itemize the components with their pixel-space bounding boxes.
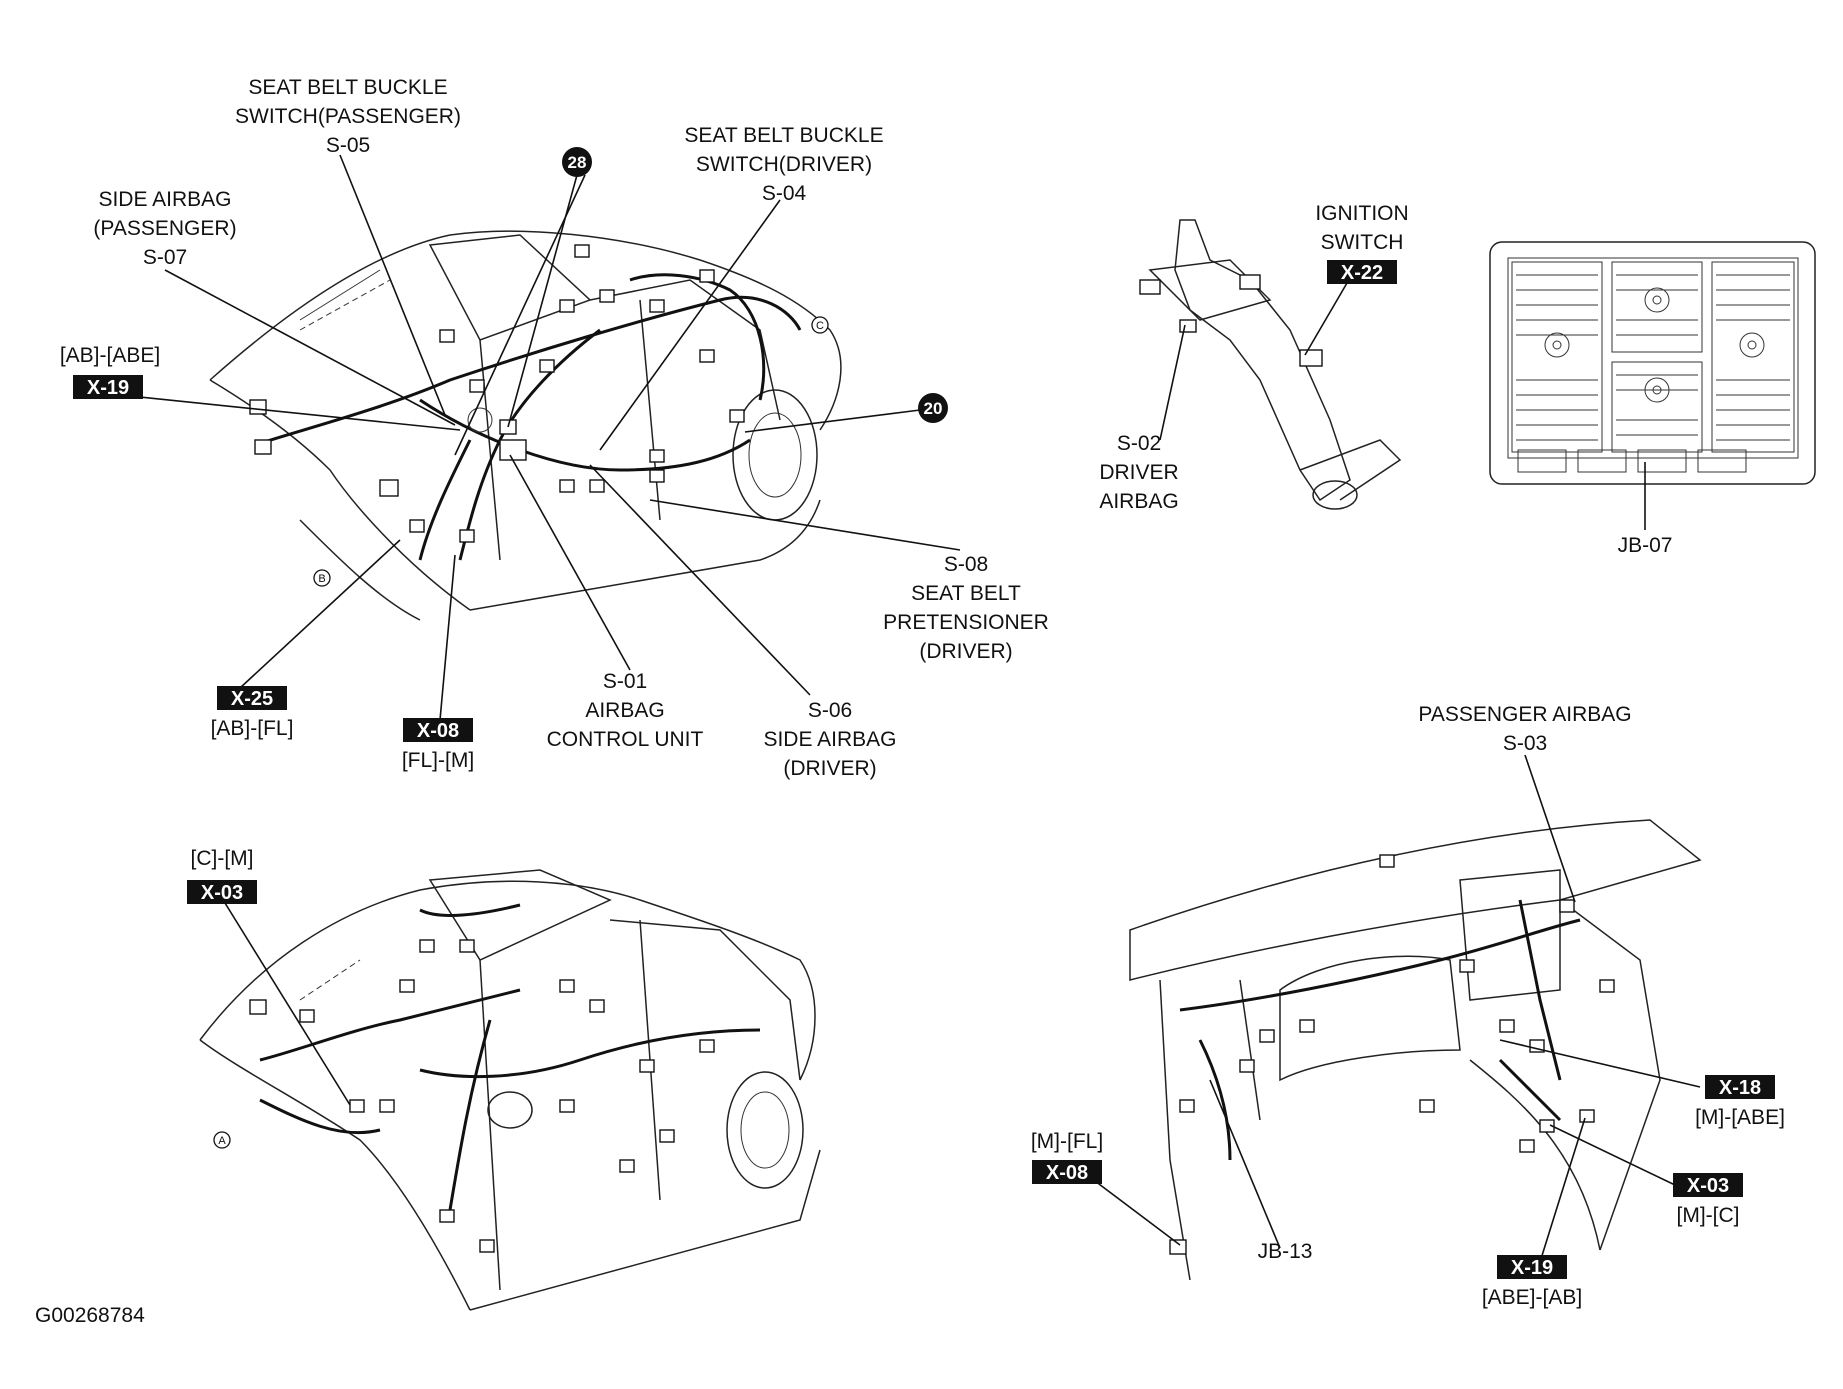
tag-x22: X-22 [1341, 262, 1383, 284]
label-s05-code: S-05 [326, 134, 370, 157]
label-s08-line4: (DRIVER) [919, 640, 1012, 663]
label-jb07: JB-07 [1618, 534, 1673, 557]
label-s06: S-06 SIDE AIRBAG (DRIVER) [763, 699, 896, 780]
tag-x03-right: X-03 [1687, 1175, 1729, 1197]
label-s03: PASSENGER AIRBAG S-03 [1418, 703, 1631, 755]
label-x19-bottom: X-19 [ABE]-[AB] [1482, 1255, 1582, 1309]
callout-a: A [213, 1131, 231, 1149]
label-s03-line1: PASSENGER AIRBAG [1418, 703, 1631, 726]
label-s01-line2: AIRBAG [585, 699, 664, 722]
label-x18: X-18 [M]-[ABE] [1695, 1075, 1785, 1129]
top-left-car-illustration [209, 230, 842, 621]
label-x03-left-text: [C]-[M] [191, 847, 254, 870]
label-s05-line2: SWITCH(PASSENGER) [235, 105, 461, 128]
label-x19-top: [AB]-[ABE] X-19 [60, 344, 160, 399]
callout-b-text: B [318, 573, 325, 585]
label-s04-line2: SWITCH(DRIVER) [696, 153, 872, 176]
label-s05-line1: SEAT BELT BUCKLE [248, 76, 447, 99]
callout-20: 20 [918, 393, 948, 423]
label-s08-code: S-08 [944, 553, 988, 576]
label-s06-line3: (DRIVER) [783, 757, 876, 780]
tag-x25: X-25 [231, 688, 273, 710]
label-x18-text: [M]-[ABE] [1695, 1106, 1785, 1129]
label-s02-line2: DRIVER [1099, 461, 1178, 484]
figure-code: G00268784 [35, 1304, 145, 1327]
callout-28: 28 [562, 147, 592, 177]
label-s02-line3: AIRBAG [1099, 490, 1178, 513]
label-s02-code: S-02 [1117, 432, 1161, 455]
fuse-box-hatching [1516, 274, 1790, 441]
label-s06-code: S-06 [808, 699, 852, 722]
label-s08: S-08 SEAT BELT PRETENSIONER (DRIVER) [883, 553, 1049, 663]
label-x19-bottom-text: [ABE]-[AB] [1482, 1286, 1582, 1309]
label-jb13: JB-13 [1258, 1240, 1313, 1263]
label-x25: X-25 [AB]-[FL] [211, 686, 294, 740]
label-x08-left: X-08 [FL]-[M] [402, 718, 474, 772]
tag-x08-left: X-08 [417, 720, 459, 742]
label-s07-code: S-07 [143, 246, 187, 269]
label-x25-text: [AB]-[FL] [211, 717, 294, 740]
callout-c-text: C [816, 320, 824, 332]
label-x03-left: [C]-[M] X-03 [187, 847, 257, 904]
dashboard-illustration [1129, 819, 1702, 1281]
label-s03-code: S-03 [1503, 732, 1547, 755]
label-s07-line2: (PASSENGER) [93, 217, 236, 240]
label-s08-line2: SEAT BELT [911, 582, 1021, 605]
label-x08-right-text: [M]-[FL] [1031, 1130, 1103, 1153]
callout-28-text: 28 [568, 153, 587, 172]
tag-x19-top: X-19 [87, 377, 129, 399]
callout-20-text: 20 [924, 399, 943, 418]
leader-lines [119, 154, 1701, 1263]
tag-x19-bottom: X-19 [1511, 1257, 1553, 1279]
tag-x03-left: X-03 [201, 882, 243, 904]
callout-c: C [811, 316, 829, 334]
bottom-left-car-illustration [199, 869, 821, 1311]
label-s01-code: S-01 [603, 670, 647, 693]
callout-a-text: A [218, 1135, 226, 1147]
label-s05: SEAT BELT BUCKLE SWITCH(PASSENGER) S-05 [235, 76, 461, 157]
label-x08-right: [M]-[FL] X-08 [1031, 1130, 1103, 1184]
label-s04-code: S-04 [762, 182, 807, 205]
label-s07-line1: SIDE AIRBAG [98, 188, 231, 211]
label-s08-line3: PRETENSIONER [883, 611, 1049, 634]
label-s07: SIDE AIRBAG (PASSENGER) S-07 [93, 188, 236, 269]
jb07-fuse-box-illustration [1489, 241, 1816, 485]
label-s01: S-01 AIRBAG CONTROL UNIT [547, 670, 704, 751]
label-x03-right-text: [M]-[C] [1677, 1204, 1740, 1227]
label-x19-top-text: [AB]-[ABE] [60, 344, 160, 367]
label-ignition: IGNITION SWITCH X-22 [1315, 202, 1409, 284]
tag-x18: X-18 [1719, 1077, 1761, 1099]
label-s06-line2: SIDE AIRBAG [763, 728, 896, 751]
label-s04: SEAT BELT BUCKLE SWITCH(DRIVER) S-04 [684, 124, 883, 205]
label-x08-left-text: [FL]-[M] [402, 749, 474, 772]
label-s01-line3: CONTROL UNIT [547, 728, 704, 751]
label-s04-line1: SEAT BELT BUCKLE [684, 124, 883, 147]
tag-x08-right: X-08 [1046, 1162, 1088, 1184]
callout-b: B [313, 569, 331, 587]
label-ignition-line1: IGNITION [1315, 202, 1408, 225]
label-ignition-line2: SWITCH [1321, 231, 1404, 254]
label-x03-right: X-03 [M]-[C] [1673, 1173, 1743, 1227]
label-s02: S-02 DRIVER AIRBAG [1099, 432, 1178, 513]
